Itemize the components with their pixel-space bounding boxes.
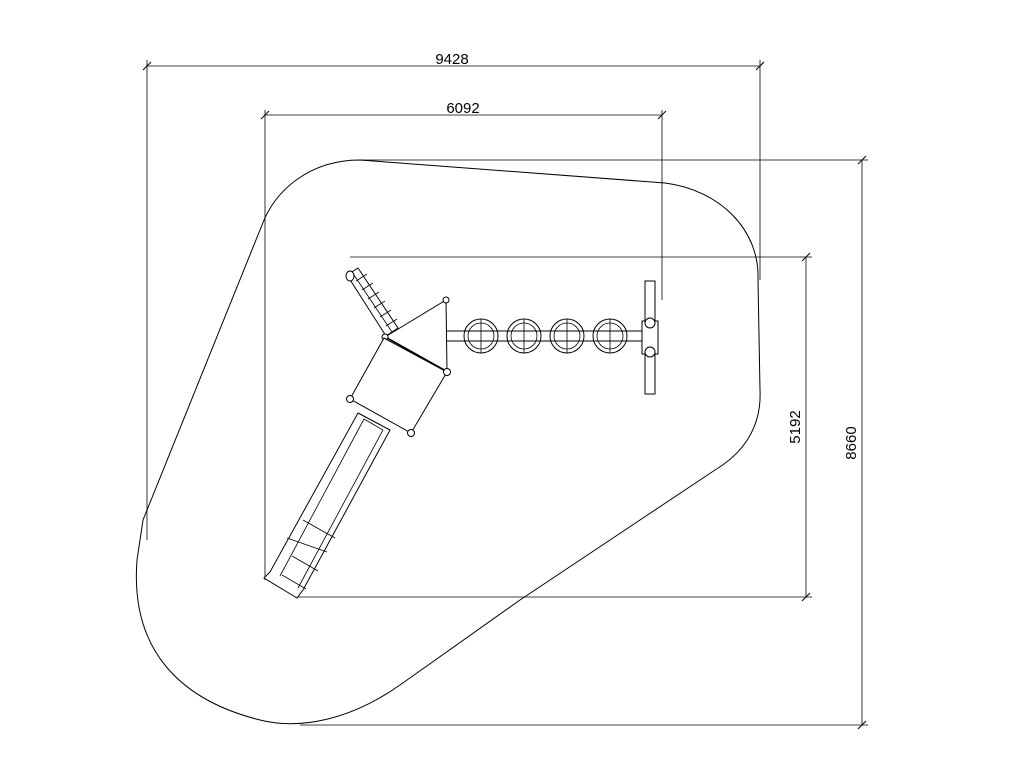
dimension-inner-width: 6092 bbox=[260, 100, 667, 580]
dimension-inner-width-label: 6092 bbox=[446, 100, 479, 117]
ring-2 bbox=[506, 318, 542, 354]
ring-1 bbox=[463, 318, 499, 354]
ring-4 bbox=[592, 318, 628, 354]
safety-zone-outline bbox=[135, 159, 761, 725]
dimension-outer-height-label: 8660 bbox=[843, 426, 860, 459]
dimension-outer-height: 8660 bbox=[300, 155, 868, 730]
dimension-outer-width: 9428 bbox=[142, 51, 765, 540]
ring-climber bbox=[447, 318, 645, 354]
slide bbox=[263, 412, 391, 599]
dimension-inner-height: 5192 bbox=[298, 252, 812, 602]
ring-3 bbox=[549, 318, 585, 354]
end-post bbox=[641, 280, 659, 395]
climbing-ladder bbox=[345, 267, 399, 337]
dimension-outer-width-label: 9428 bbox=[435, 51, 468, 68]
dimension-inner-height-label: 5192 bbox=[787, 410, 804, 443]
tower-platform bbox=[346, 337, 451, 437]
